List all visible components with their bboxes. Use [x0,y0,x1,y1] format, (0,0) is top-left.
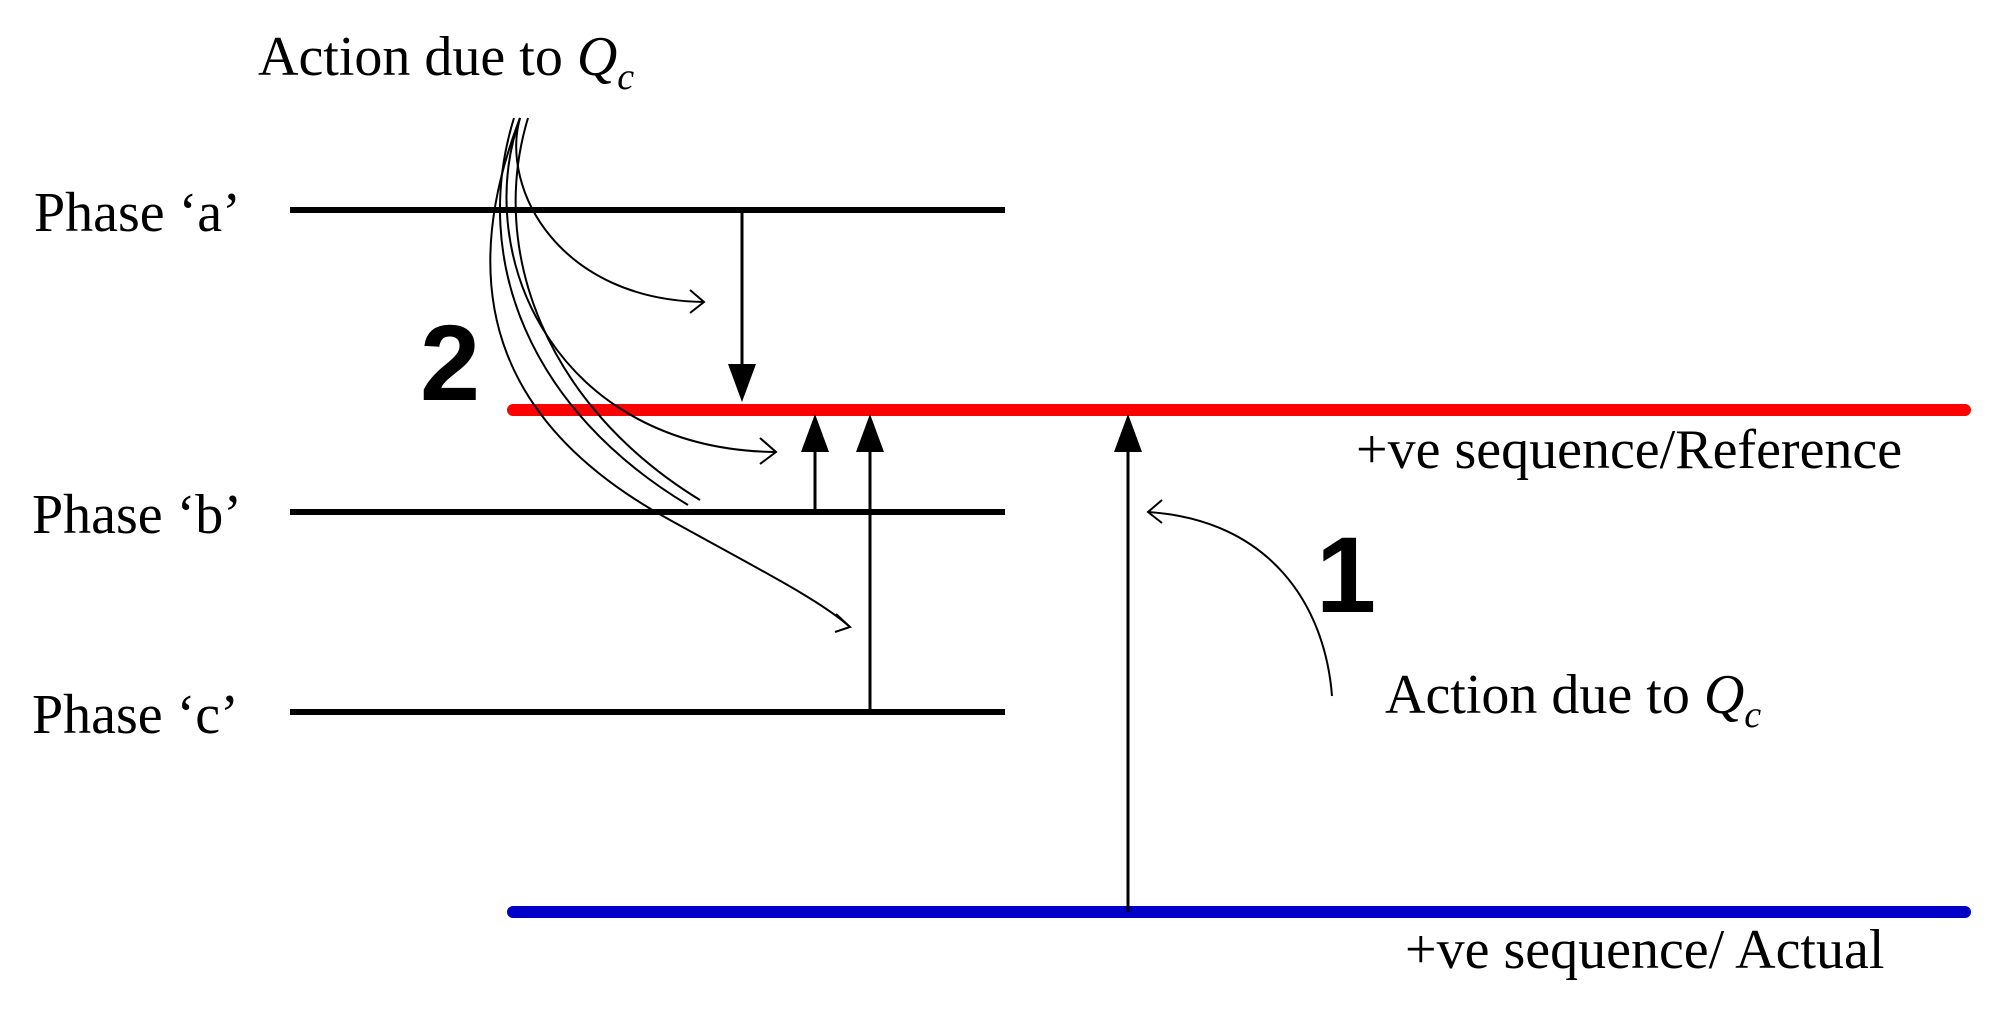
actual-line-label: +ve sequence/ Actual [1405,919,1884,981]
curve-to-phase-c-arrow [489,117,851,628]
reference-line-label: +ve sequence/Reference [1356,419,1902,481]
curve-to-phase-a-arrow [515,117,705,303]
top-action-subscript: c [617,56,634,98]
phase-a-label: Phase ‘a’ [34,182,241,244]
right-action-prefix: Action due to [1385,664,1704,726]
top-action-prefix: Action due to [258,26,577,88]
phase-b-up-arrow [801,414,829,512]
right-action-label: Action due to Qc [1385,664,1761,736]
right-action-curve [1146,499,1333,697]
marker-1: 1 [1316,514,1376,635]
phase-b-label: Phase ‘b’ [32,484,242,546]
actual-to-reference-up-arrow [1114,414,1142,912]
top-action-curves [489,117,852,633]
right-action-subscript: c [1744,694,1761,736]
curve-to-phase-b-arrow [505,117,777,453]
top-action-symbol: Q [577,26,617,88]
top-action-label: Action due to Qc [258,26,634,98]
phase-c-up-arrow [856,414,884,712]
right-action-symbol: Q [1704,664,1744,726]
phase-c-label: Phase ‘c’ [32,684,239,746]
phase-a-down-arrow [728,210,756,402]
marker-2: 2 [420,302,480,423]
